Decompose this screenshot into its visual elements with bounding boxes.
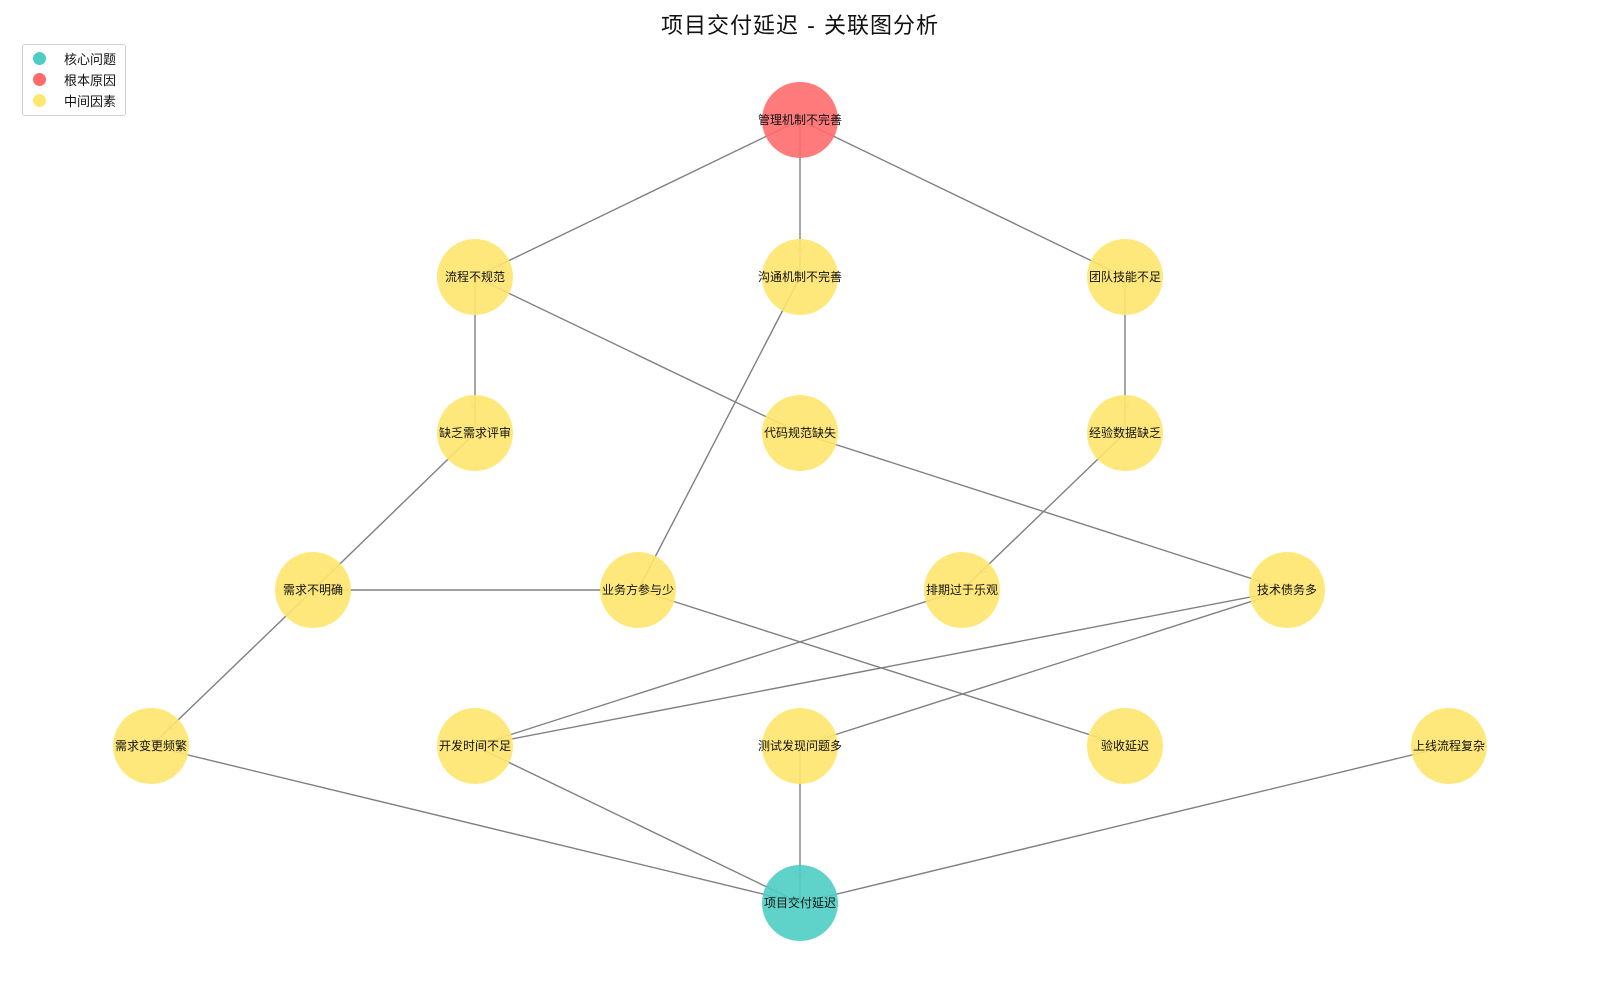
node-n15: 验收延迟	[1087, 708, 1163, 784]
node-circle-n1	[762, 82, 838, 158]
node-label-n11: 技术债务多	[1257, 582, 1317, 597]
node-circle-n8	[275, 552, 351, 628]
node-n3: 沟通机制不完善	[758, 239, 842, 315]
node-n4: 团队技能不足	[1087, 239, 1163, 315]
node-n13: 开发时间不足	[437, 708, 513, 784]
node-n1: 管理机制不完善	[758, 82, 842, 158]
node-label-n6: 代码规范缺失	[764, 425, 836, 440]
edge-n11-n14	[799, 589, 1288, 747]
edge-n11-n13	[474, 589, 1288, 747]
node-label-n7: 经验数据缺乏	[1089, 425, 1161, 440]
node-n11: 技术债务多	[1249, 552, 1325, 628]
node-label-n4: 团队技能不足	[1089, 269, 1161, 284]
node-circle-n11	[1249, 552, 1325, 628]
legend-dot-core	[33, 51, 46, 65]
node-circle-n5	[437, 395, 513, 471]
node-circle-n6	[762, 395, 838, 471]
legend-label-core: 核心问题	[64, 52, 117, 68]
page-title: 项目交付延迟 - 关联图分析	[661, 14, 939, 39]
node-n9: 业务方参与少	[600, 552, 676, 628]
node-n6: 代码规范缺失	[762, 395, 838, 471]
node-circle-n13	[437, 708, 513, 784]
node-label-n13: 开发时间不足	[439, 738, 511, 753]
legend: 核心问题 根本原因 中间因素	[22, 44, 126, 116]
node-circle-n2	[437, 239, 513, 315]
edge-n2-n6	[474, 276, 801, 434]
node-n17: 项目交付延迟	[762, 865, 838, 941]
node-circle-n7	[1087, 395, 1163, 471]
node-n14: 测试发现问题多	[758, 708, 842, 784]
legend-dot-root	[33, 72, 46, 86]
legend-label-root: 根本原因	[64, 73, 117, 89]
node-label-n3: 沟通机制不完善	[758, 269, 842, 284]
node-label-n8: 需求不明确	[283, 583, 343, 597]
edge-n3-n9	[637, 276, 801, 591]
edge-n16-n17	[799, 745, 1450, 904]
node-label-n9: 业务方参与少	[602, 582, 674, 597]
edge-n1-n2	[474, 119, 801, 278]
node-label-n15: 验收延迟	[1101, 738, 1149, 753]
node-circle-n3	[762, 239, 838, 315]
node-circle-n9	[600, 552, 676, 628]
edge-n12-n17	[150, 745, 801, 904]
legend-dot-middle	[33, 93, 46, 107]
node-n7: 经验数据缺乏	[1087, 395, 1163, 471]
node-label-n17: 项目交付延迟	[764, 895, 836, 910]
edge-n1-n4	[799, 119, 1126, 278]
node-circle-n14	[762, 708, 838, 784]
legend-item-core: 核心问题	[33, 49, 117, 68]
node-circle-n10	[924, 552, 1000, 628]
node-n12: 需求变更频繁	[113, 708, 189, 784]
node-label-n1: 管理机制不完善	[758, 112, 842, 127]
node-label-n2: 流程不规范	[445, 269, 505, 284]
node-n5: 缺乏需求评审	[437, 395, 513, 471]
node-circle-n12	[113, 708, 189, 784]
node-n8: 需求不明确	[275, 552, 351, 628]
node-label-n12: 需求变更频繁	[115, 738, 187, 753]
edge-n13-n17	[474, 745, 801, 904]
node-label-n10: 排期过于乐观	[926, 583, 998, 597]
node-n2: 流程不规范	[437, 239, 513, 315]
edge-n10-n13	[474, 589, 963, 747]
node-label-n14: 测试发现问题多	[758, 738, 842, 753]
node-circle-n15	[1087, 708, 1163, 784]
legend-item-root: 根本原因	[33, 70, 117, 89]
node-n16: 上线流程复杂	[1411, 708, 1487, 784]
node-label-n5: 缺乏需求评审	[439, 425, 511, 440]
node-n10: 排期过于乐观	[924, 552, 1000, 628]
node-circle-n17	[762, 865, 838, 941]
node-circle-n4	[1087, 239, 1163, 315]
legend-item-middle: 中间因素	[33, 91, 117, 110]
legend-label-middle: 中间因素	[64, 94, 117, 110]
node-label-n16: 上线流程复杂	[1413, 738, 1485, 753]
edges-layer	[150, 119, 1450, 904]
node-circle-n16	[1411, 708, 1487, 784]
